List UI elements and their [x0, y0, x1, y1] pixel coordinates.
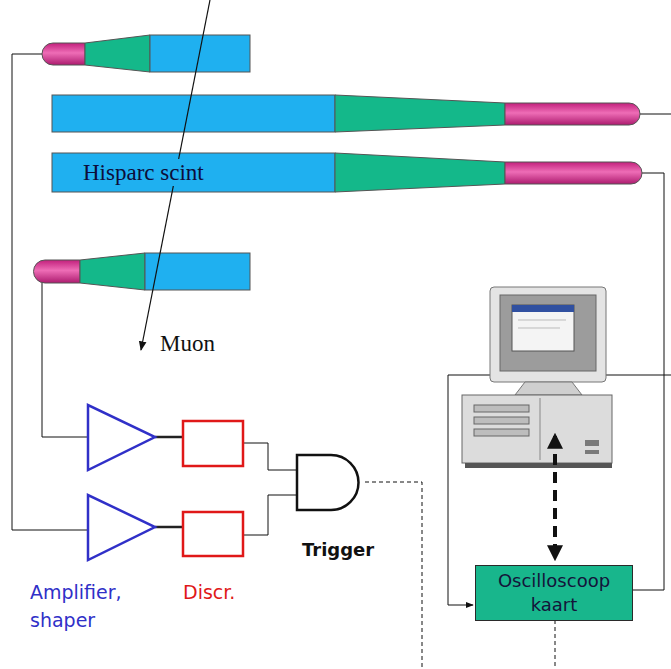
photomultiplier: [42, 43, 85, 65]
photomultiplier: [505, 162, 642, 184]
hisparc-detector-1: [52, 95, 640, 132]
photomultiplier: [505, 103, 640, 125]
window-line: [518, 320, 566, 321]
amplifier-symbol: [88, 495, 155, 560]
window-line: [518, 328, 560, 329]
wire: [243, 495, 297, 535]
computer-icon: [462, 287, 612, 468]
amplifier-label: Amplifier, shaper: [30, 578, 148, 634]
screen: [500, 295, 596, 371]
small-detector-bottom: [34, 253, 251, 290]
wire: [640, 114, 671, 115]
discriminator-symbol: [183, 421, 243, 466]
dashed-wire: [555, 620, 556, 669]
node-text: Oscilloscoop kaart: [480, 569, 628, 617]
light-guide: [80, 253, 145, 290]
wire: [42, 283, 88, 437]
trigger-dashed-wire: [365, 482, 422, 669]
scintillator: [52, 95, 335, 132]
computer-case: [462, 395, 612, 463]
amplifier-output-wires: [155, 437, 183, 527]
trigger-label: Trigger: [302, 538, 374, 562]
wire: [448, 375, 671, 605]
monitor-stand: [515, 382, 582, 395]
light-guide: [85, 35, 150, 72]
node-text: Hisparc scint: [80, 159, 207, 186]
muon-label: Muon: [160, 330, 215, 357]
drive-slot: [474, 405, 529, 412]
photomultiplier: [34, 260, 81, 283]
wire: [155, 436, 183, 439]
oscilloscope-card-box: Oscilloscoop kaart: [475, 565, 633, 621]
muon-track: [141, 0, 210, 350]
monitor: [490, 287, 606, 382]
scintillator-label-box: Hisparc scint: [52, 153, 335, 192]
case-button: [585, 440, 599, 446]
amplifiers: [88, 405, 155, 560]
hisparc-detector-2: [52, 153, 642, 192]
scintillator: [145, 253, 250, 290]
wire: [155, 526, 183, 529]
drive-slot: [474, 417, 529, 424]
discriminators: [183, 421, 243, 556]
case-shadow: [465, 463, 612, 468]
discriminator-symbol: [183, 512, 243, 556]
signal-wires: [12, 54, 671, 669]
small-detector-top: [42, 35, 250, 72]
and-gate-symbol: [297, 455, 359, 510]
scintillator: [52, 153, 335, 192]
data-transfer-arrow: [553, 436, 557, 558]
case-button: [585, 450, 599, 454]
discriminator-label: Discr.: [183, 578, 235, 606]
drive-slot: [474, 429, 529, 436]
wire: [633, 173, 664, 590]
window: [512, 305, 574, 351]
light-guide: [335, 153, 505, 192]
amplifier-symbol: [88, 405, 155, 470]
light-guide: [335, 95, 505, 132]
wire: [243, 443, 297, 470]
window-title-bar: [512, 305, 574, 312]
case-divider: [540, 398, 541, 460]
